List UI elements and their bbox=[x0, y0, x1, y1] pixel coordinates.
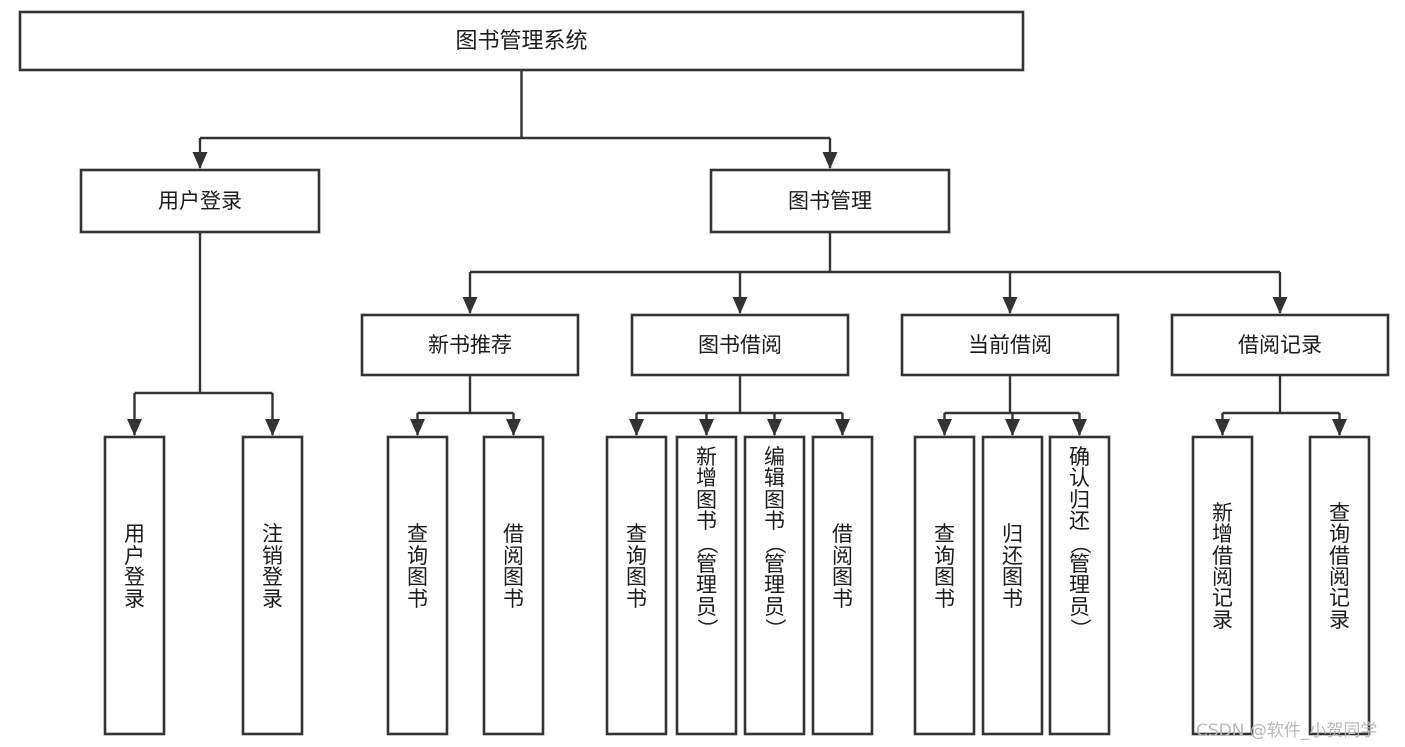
node-label: 用户登录 bbox=[158, 189, 242, 213]
node-box bbox=[743, 435, 806, 736]
node-leaf-归还图书[interactable] bbox=[981, 435, 1044, 736]
node-leaf-新增借阅记录[interactable] bbox=[1191, 435, 1254, 736]
node-leaf-用户登录[interactable] bbox=[103, 435, 166, 736]
edge-layer bbox=[127, 70, 1347, 436]
node-label: 图书管理 bbox=[788, 189, 872, 213]
node-box bbox=[1048, 435, 1111, 736]
node-box bbox=[605, 435, 668, 736]
node-leaf-查询图书[interactable] bbox=[386, 435, 449, 736]
borrow-to-leaves-arrowhead-2 bbox=[767, 419, 782, 436]
node-box bbox=[811, 435, 874, 736]
node-level3-新书推荐[interactable]: 新书推荐 bbox=[360, 313, 580, 377]
root-to-level2-arrowhead-0 bbox=[192, 152, 208, 169]
node-box bbox=[630, 313, 850, 377]
node-box bbox=[482, 435, 545, 736]
node-leaf-新增图书管理员[interactable] bbox=[675, 435, 738, 736]
node-box bbox=[103, 435, 166, 736]
node-label: 当前借阅 bbox=[968, 333, 1052, 357]
node-label: 图书管理系统 bbox=[455, 29, 587, 54]
node-box bbox=[900, 313, 1120, 377]
node-label: 借阅记录 bbox=[1238, 333, 1322, 357]
node-leaf-借阅图书[interactable] bbox=[811, 435, 874, 736]
current-to-leaves-arrowhead-2 bbox=[1072, 419, 1087, 436]
node-box bbox=[913, 435, 976, 736]
node-leaf-编辑图书管理员[interactable] bbox=[743, 435, 806, 736]
books-to-level3-arrowhead-1 bbox=[732, 297, 748, 314]
node-level3-当前借阅[interactable]: 当前借阅 bbox=[900, 313, 1120, 377]
node-label: 新书推荐 bbox=[428, 333, 512, 357]
books-to-level3-arrowhead-0 bbox=[462, 297, 478, 314]
records-to-leaves-arrowhead-0 bbox=[1215, 419, 1230, 436]
current-to-leaves-arrowhead-0 bbox=[937, 419, 952, 436]
node-label: 图书借阅 bbox=[698, 333, 782, 357]
login-to-leaves-arrowhead-1 bbox=[265, 419, 280, 436]
newbooks-to-leaves-arrowhead-1 bbox=[506, 419, 521, 436]
node-leaf-确认归还管理员[interactable] bbox=[1048, 435, 1111, 736]
node-level3-借阅记录[interactable]: 借阅记录 bbox=[1170, 313, 1390, 377]
node-leaf-借阅图书[interactable] bbox=[482, 435, 545, 736]
node-box bbox=[1191, 435, 1254, 736]
node-leaf-查询图书[interactable] bbox=[605, 435, 668, 736]
login-to-leaves-arrowhead-0 bbox=[127, 419, 142, 436]
records-to-leaves-arrowhead-1 bbox=[1332, 419, 1347, 436]
current-to-leaves-arrowhead-1 bbox=[1005, 419, 1020, 436]
node-box bbox=[709, 168, 951, 234]
node-box bbox=[386, 435, 449, 736]
node-box bbox=[675, 435, 738, 736]
node-leaf-查询借阅记录[interactable] bbox=[1308, 435, 1371, 736]
node-box bbox=[18, 10, 1025, 72]
books-to-level3-arrowhead-2 bbox=[1002, 297, 1018, 314]
node-level2-图书管理[interactable]: 图书管理 bbox=[709, 168, 951, 234]
node-level3-图书借阅[interactable]: 图书借阅 bbox=[630, 313, 850, 377]
root-to-level2-arrowhead-1 bbox=[822, 152, 838, 169]
node-box bbox=[360, 313, 580, 377]
node-box bbox=[981, 435, 1044, 736]
node-leaf-查询图书[interactable] bbox=[913, 435, 976, 736]
node-box bbox=[1170, 313, 1390, 377]
borrow-to-leaves-arrowhead-0 bbox=[629, 419, 644, 436]
borrow-to-leaves-arrowhead-1 bbox=[699, 419, 714, 436]
node-box bbox=[1308, 435, 1371, 736]
newbooks-to-leaves-arrowhead-0 bbox=[410, 419, 425, 436]
node-leaf-注销登录[interactable] bbox=[241, 435, 304, 736]
node-level2-用户登录[interactable]: 用户登录 bbox=[79, 168, 321, 234]
books-to-level3-arrowhead-3 bbox=[1272, 297, 1288, 314]
node-root-图书管理系统[interactable]: 图书管理系统 bbox=[18, 10, 1025, 72]
node-box bbox=[241, 435, 304, 736]
borrow-to-leaves-arrowhead-3 bbox=[835, 419, 850, 436]
node-box bbox=[79, 168, 321, 234]
csdn-watermark: CSDN @软件_小贺同学 bbox=[1196, 721, 1378, 741]
